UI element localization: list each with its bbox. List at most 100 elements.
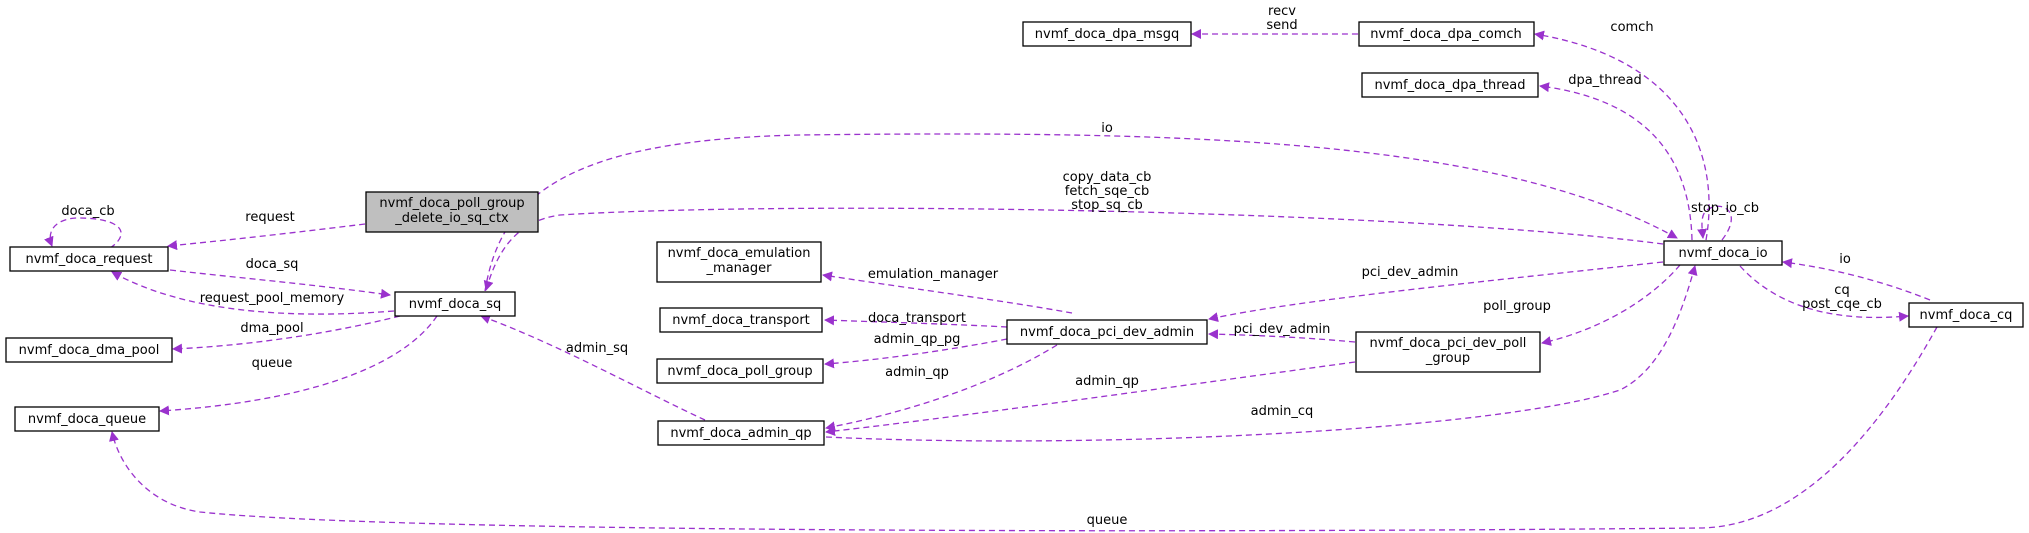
node-queue[interactable]: nvmf_doca_queue — [14, 406, 160, 432]
edge-sq-to-io — [484, 133, 1678, 292]
edge-io-to-comch — [1534, 30, 1710, 241]
label-line: admin_qp_pg — [874, 332, 961, 347]
svg-text:nvmf_doca_cq: nvmf_doca_cq — [1920, 308, 2013, 323]
edge-label-dpa-thread: dpa_thread — [1568, 73, 1642, 88]
svg-text:nvmf_doca_request: nvmf_doca_request — [26, 252, 153, 267]
edge-pci-dev-admin-to-emulation-manager — [822, 271, 1073, 314]
label-line: pci_dev_admin — [1362, 265, 1459, 280]
label-line: copy_data_cb — [1063, 170, 1152, 185]
label-line: request_pool_memory — [200, 291, 345, 306]
node-label-line: nvmf_doca_request — [26, 252, 153, 267]
label-line: io — [1101, 121, 1113, 136]
label-line: recv — [1268, 4, 1296, 19]
label-line: admin_qp — [885, 365, 949, 380]
svg-text:nvmf_doca_dpa_comch: nvmf_doca_dpa_comch — [1370, 27, 1522, 42]
edge-label-admin-qp-pg2: admin_qp — [1075, 374, 1139, 389]
label-line: queue — [252, 356, 293, 371]
edge-label-admin-qp-pg: admin_qp_pg — [874, 332, 961, 347]
svg-text:nvmf_doca_sq: nvmf_doca_sq — [409, 297, 502, 312]
edge-cq-to-io — [1782, 258, 1931, 301]
label-line: stop_sq_cb — [1071, 198, 1143, 213]
label-line: dma_pool — [240, 321, 303, 336]
node-dma-pool[interactable]: nvmf_doca_dma_pool — [5, 337, 173, 363]
node-cq[interactable]: nvmf_doca_cq — [1908, 302, 2024, 328]
label-line: comch — [1610, 20, 1653, 35]
node-io[interactable]: nvmf_doca_io — [1663, 240, 1783, 266]
edge-label-io-sq: io — [1101, 121, 1113, 136]
edge-label-queue-sq: queue — [252, 356, 293, 371]
node-transport[interactable]: nvmf_doca_transport — [659, 307, 823, 333]
edge-ctx-to-request — [167, 223, 366, 251]
svg-text:nvmf_doca_poll_group: nvmf_doca_poll_group — [667, 364, 812, 379]
node-label-line: nvmf_doca_pci_dev_admin — [1020, 325, 1194, 340]
edge-label-pci-dev-admin-io: pci_dev_admin — [1362, 265, 1459, 280]
node-admin-qp[interactable]: nvmf_doca_admin_qp — [657, 420, 825, 446]
node-label-line: nvmf_doca_emulation — [668, 246, 811, 261]
edge-sq-to-request — [111, 271, 395, 315]
edge-io-to-pci-dev-admin — [1208, 261, 1664, 323]
node-label-line: nvmf_doca_dma_pool — [19, 343, 160, 358]
edge-request-to-sq — [169, 269, 391, 299]
edge-label-io-cq: io — [1839, 252, 1851, 267]
node-label-line: nvmf_doca_pci_dev_poll — [1370, 336, 1527, 351]
edge-label-poll-group: poll_group — [1483, 299, 1551, 314]
label-line: doca_sq — [246, 257, 299, 272]
node-dpa-msgq[interactable]: nvmf_doca_dpa_msgq — [1022, 21, 1192, 47]
node-label-line: nvmf_doca_sq — [409, 297, 502, 312]
svg-text:nvmf_doca_dpa_msgq: nvmf_doca_dpa_msgq — [1035, 27, 1179, 42]
node-request[interactable]: nvmf_doca_request — [9, 246, 169, 272]
label-line: admin_sq — [566, 341, 628, 356]
label-line: send — [1266, 18, 1297, 33]
node-label-line: nvmf_doca_admin_qp — [670, 426, 811, 441]
node-sq[interactable]: nvmf_doca_sq — [394, 291, 516, 317]
label-line: io — [1839, 252, 1851, 267]
svg-text:nvmf_doca_queue: nvmf_doca_queue — [28, 412, 146, 427]
svg-text:nvmf_doca_dpa_thread: nvmf_doca_dpa_thread — [1374, 78, 1525, 93]
edge-label-admin-sq: admin_sq — [566, 341, 628, 356]
svg-text:nvmf_doca_io: nvmf_doca_io — [1678, 246, 1767, 261]
label-line: queue — [1087, 513, 1128, 528]
node-label-line: nvmf_doca_dpa_msgq — [1035, 27, 1179, 42]
edge-label-comch: comch — [1610, 20, 1653, 35]
edge-pg-to-pci-dev-admin — [1208, 329, 1356, 343]
edge-io-to-poll-group — [1541, 264, 1681, 346]
edge-label-queue-cq: queue — [1087, 513, 1128, 528]
node-label-line: nvmf_doca_transport — [672, 313, 810, 328]
edge-sq-to-dma-pool — [172, 315, 401, 354]
node-dpa-comch[interactable]: nvmf_doca_dpa_comch — [1358, 21, 1535, 47]
svg-text:nvmf_doca_transport: nvmf_doca_transport — [672, 313, 810, 328]
label-line: post_cqe_cb — [1802, 297, 1882, 312]
node-pci-dev-poll-group[interactable]: nvmf_doca_pci_dev_poll_group — [1355, 331, 1541, 373]
node-label-line: _delete_io_sq_ctx — [394, 211, 509, 226]
node-poll-group[interactable]: nvmf_doca_poll_group — [656, 358, 824, 384]
node-poll-group-delete-io-sq-ctx[interactable]: nvmf_doca_poll_group_delete_io_sq_ctx — [365, 191, 539, 233]
label-line: cq — [1834, 283, 1849, 298]
edge-admin-qp-to-sq — [480, 314, 706, 421]
label-line: doca_transport — [868, 311, 966, 326]
edge-io-self-loop — [1697, 205, 1733, 241]
edge-label-doca-cb: doca_cb — [61, 204, 114, 219]
node-emulation-manager[interactable]: nvmf_doca_emulation_manager — [656, 241, 822, 283]
node-label-line: nvmf_doca_queue — [28, 412, 146, 427]
svg-text:nvmf_doca_pci_dev_poll_group: nvmf_doca_pci_dev_poll_group — [1370, 336, 1527, 366]
edge-io-to-dpa-thread — [1539, 82, 1693, 241]
label-line: emulation_manager — [868, 267, 999, 282]
edge-pci-dev-admin-to-poll-group — [824, 338, 1008, 369]
label-line: dpa_thread — [1568, 73, 1642, 88]
label-line: request — [245, 210, 294, 225]
label-line: pci_dev_admin — [1234, 322, 1331, 337]
node-pci-dev-admin[interactable]: nvmf_doca_pci_dev_admin — [1006, 319, 1208, 345]
node-label-line: nvmf_doca_poll_group — [667, 364, 812, 379]
svg-text:nvmf_doca_emulation_manager: nvmf_doca_emulation_manager — [668, 246, 811, 276]
edge-pg-to-admin-qp — [825, 361, 1356, 436]
node-label-line: nvmf_doca_dpa_comch — [1370, 27, 1522, 42]
edge-label-stop-io-cb: stop_io_cb — [1691, 201, 1759, 216]
edge-request-doca-cb — [44, 217, 122, 249]
node-dpa-thread[interactable]: nvmf_doca_dpa_thread — [1361, 72, 1539, 98]
edge-io-to-sq — [483, 207, 1664, 291]
edge-pci-dev-admin-to-transport — [824, 315, 1008, 328]
